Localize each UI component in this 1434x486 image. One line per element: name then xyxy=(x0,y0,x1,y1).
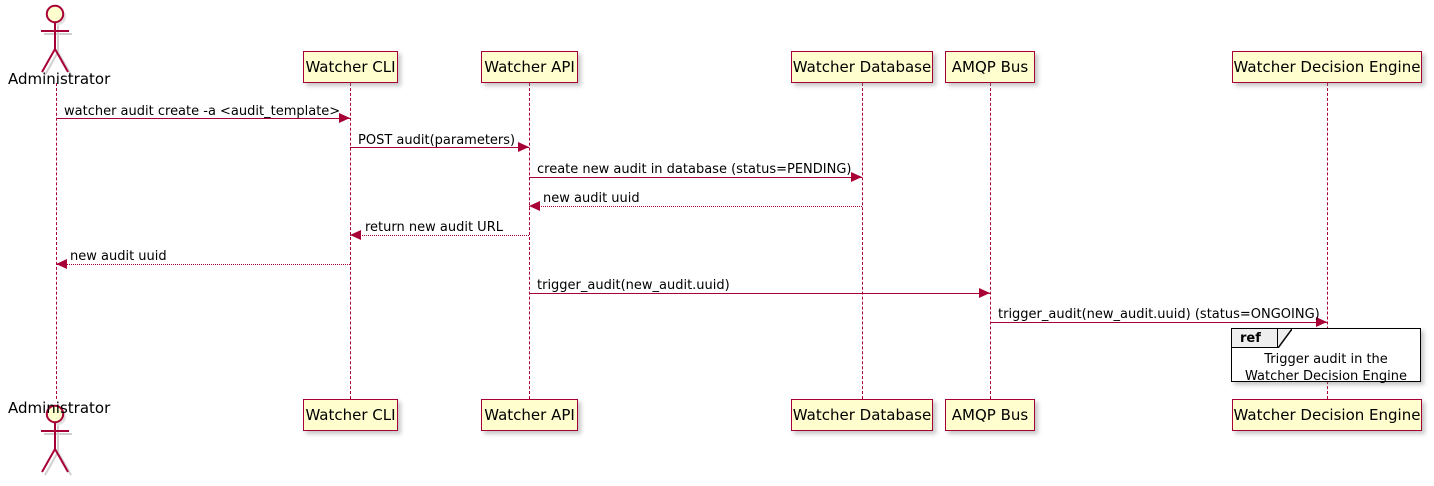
message-arrowhead-4 xyxy=(529,201,540,211)
message-line-8 xyxy=(990,322,1327,323)
actor-label-top: Administrator xyxy=(8,70,111,88)
fragment-tab-label: ref xyxy=(1232,329,1278,348)
lifeline-watcher-cli xyxy=(350,83,351,399)
message-arrowhead-7 xyxy=(979,288,990,298)
participant-box-amqp-bus-top[interactable]: AMQP Bus xyxy=(945,51,1035,83)
message-line-2 xyxy=(350,147,529,148)
message-arrowhead-1 xyxy=(339,113,350,123)
participant-box-watcher-api-bottom[interactable]: Watcher API xyxy=(481,399,578,431)
lifeline-watcher-decision-engine xyxy=(1327,83,1328,399)
message-line-6 xyxy=(56,264,350,265)
message-line-4 xyxy=(529,206,862,207)
participant-box-amqp-bus-bottom[interactable]: AMQP Bus xyxy=(945,399,1035,431)
message-line-1 xyxy=(56,118,350,119)
lifeline-amqp-bus xyxy=(990,83,991,399)
message-arrowhead-8 xyxy=(1316,317,1327,327)
fragment-tab-notch xyxy=(1278,329,1292,348)
message-label-6: new audit uuid xyxy=(70,249,167,264)
message-arrowhead-3 xyxy=(851,172,862,182)
message-label-3: create new audit in database (status=PEN… xyxy=(537,162,852,177)
message-arrowhead-2 xyxy=(518,142,529,152)
lifeline-watcher-database xyxy=(862,83,863,399)
message-arrowhead-5 xyxy=(350,230,361,240)
participant-box-watcher-api-top[interactable]: Watcher API xyxy=(481,51,578,83)
message-label-7: trigger_audit(new_audit.uuid) xyxy=(537,278,730,293)
message-label-4: new audit uuid xyxy=(543,191,640,206)
participant-box-watcher-database-top[interactable]: Watcher Database xyxy=(791,51,933,83)
message-label-8: trigger_audit(new_audit.uuid) (status=ON… xyxy=(998,307,1320,322)
fragment-body-line-1: Trigger audit in the xyxy=(1264,352,1388,367)
actor-figure-top xyxy=(36,4,76,80)
actor-figure-bottom xyxy=(36,404,76,480)
message-arrowhead-6 xyxy=(56,259,67,269)
fragment-body-line-2: Watcher Decision Engine xyxy=(1245,369,1407,384)
message-label-2: POST audit(parameters) xyxy=(358,133,516,148)
participant-box-watcher-database-bottom[interactable]: Watcher Database xyxy=(791,399,933,431)
message-line-3 xyxy=(529,177,862,178)
message-line-7 xyxy=(529,293,990,294)
participant-box-watcher-cli-bottom[interactable]: Watcher CLI xyxy=(303,399,398,431)
actor-label-bottom: Administrator xyxy=(8,399,111,417)
message-label-1: watcher audit create -a <audit_template> xyxy=(64,104,341,119)
participant-box-watcher-decision-engine-top[interactable]: Watcher Decision Engine xyxy=(1232,51,1422,83)
participant-box-watcher-decision-engine-bottom[interactable]: Watcher Decision Engine xyxy=(1232,399,1422,431)
message-label-5: return new audit URL xyxy=(365,220,503,235)
lifeline-watcher-api xyxy=(529,83,530,399)
lifeline-administrator xyxy=(56,83,57,399)
message-line-5 xyxy=(350,235,529,236)
participant-box-watcher-cli-top[interactable]: Watcher CLI xyxy=(303,51,398,83)
